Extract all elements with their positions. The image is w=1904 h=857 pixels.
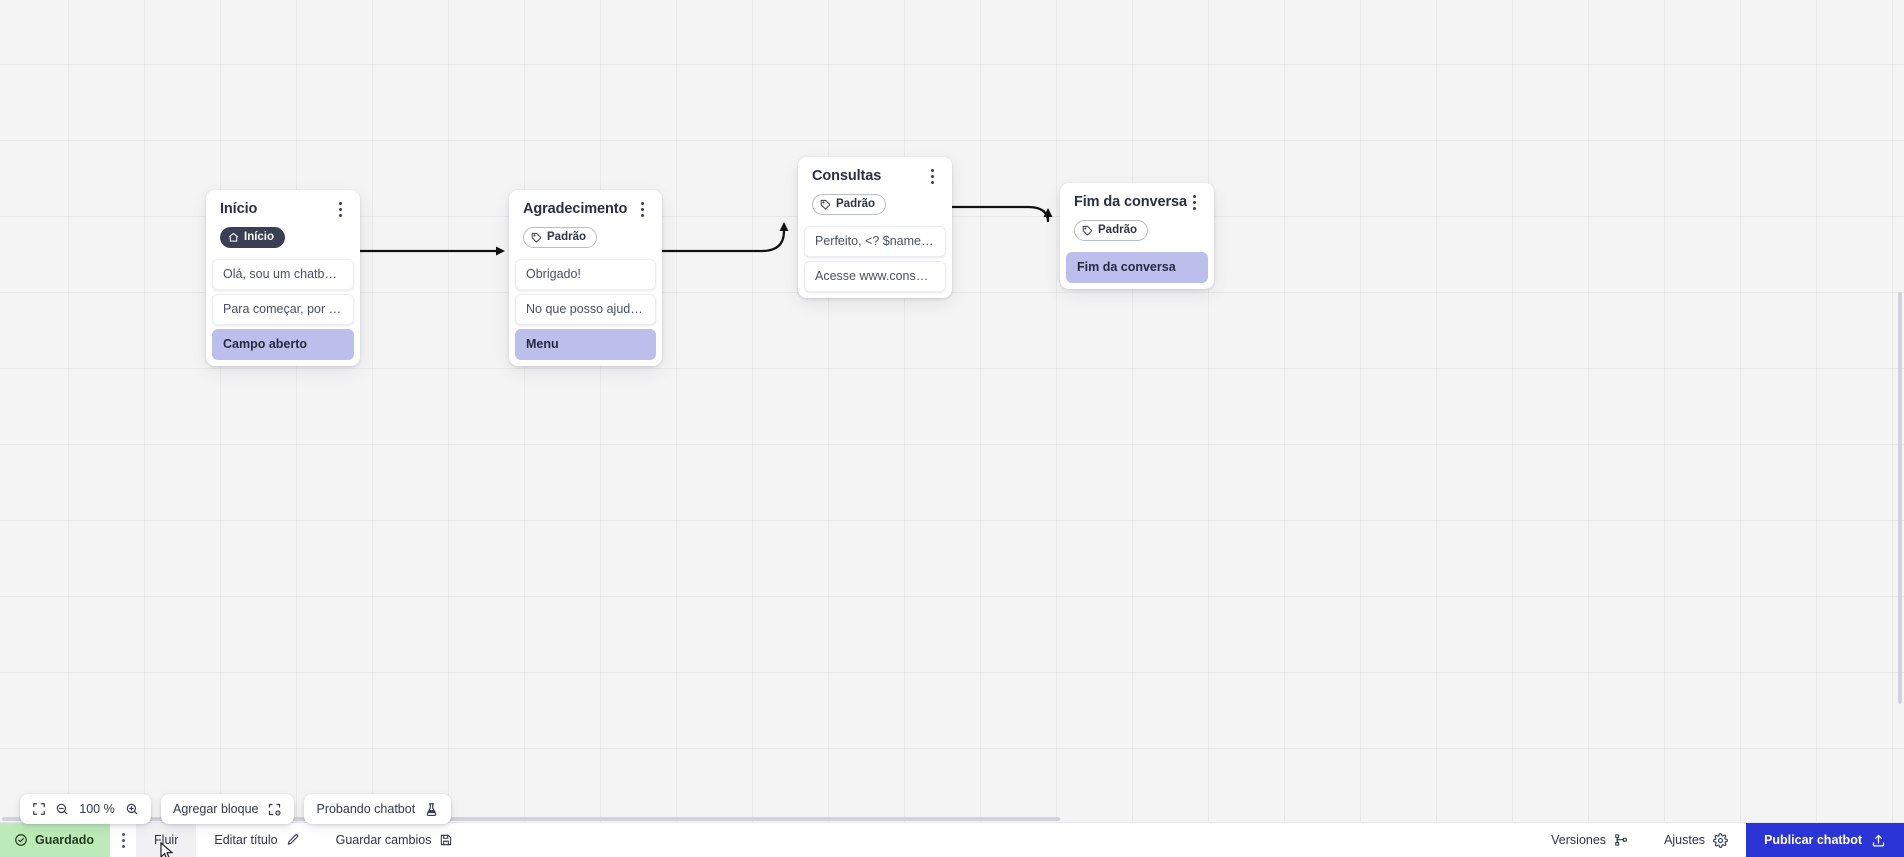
- add-block-icon: [267, 802, 282, 817]
- tag-badge-label: Padrão: [1098, 224, 1137, 236]
- saved-status-badge: Guardado: [0, 823, 111, 857]
- home-icon: [228, 232, 239, 243]
- node-menu-button[interactable]: [1185, 192, 1203, 212]
- node-rows: Fim da conversa: [1060, 252, 1214, 289]
- node-title: Agradecimento: [523, 201, 628, 217]
- tag-icon: [1082, 225, 1093, 236]
- saved-status-label: Guardado: [35, 833, 95, 847]
- node-header: Consultas Padrão: [798, 157, 952, 226]
- zoom-level-value: 100 %: [79, 802, 115, 816]
- gear-icon: [1713, 832, 1728, 848]
- node-row-accent[interactable]: Menu: [515, 329, 656, 360]
- horizontal-scrollbar[interactable]: [2, 817, 1060, 821]
- test-chatbot-label: Probando chatbot: [316, 802, 416, 816]
- tag-icon: [531, 232, 542, 243]
- node-header: Agradecimento Padrão: [509, 190, 662, 259]
- tag-badge-label: Padrão: [547, 231, 586, 243]
- node-menu-button[interactable]: [331, 199, 349, 219]
- node-row-accent[interactable]: Campo aberto: [212, 329, 354, 360]
- node-row-accent[interactable]: Fim da conversa: [1066, 252, 1208, 283]
- versions-label: Versiones: [1551, 833, 1607, 847]
- node-rows: Perfeito, <? $name ?>! Acesse www.consul…: [798, 226, 952, 298]
- node-rows: Obrigado! No que posso ajudar, <? $name …: [509, 259, 662, 366]
- zoom-out-icon[interactable]: [55, 802, 69, 816]
- tag-badge: Padrão: [812, 194, 886, 215]
- node-badge-row: Padrão: [523, 227, 649, 248]
- node-row[interactable]: Perfeito, <? $name ?>!: [804, 226, 946, 257]
- flow-edges: [360, 205, 1053, 256]
- flask-icon: [424, 802, 439, 817]
- zoom-controls[interactable]: 100 %: [20, 794, 151, 824]
- edit-title-button[interactable]: Editar título: [196, 823, 317, 857]
- branch-icon: [1614, 833, 1628, 847]
- tab-fluir-label: Fluir: [154, 833, 179, 847]
- node-row[interactable]: Acesse www.consultas.com par...: [804, 261, 946, 292]
- node-title: Consultas: [812, 168, 882, 184]
- add-block-button[interactable]: Agregar bloque: [161, 794, 295, 824]
- node-badge-row: Padrão: [1074, 220, 1201, 241]
- zoom-in-icon[interactable]: [125, 802, 139, 816]
- canvas-toolbar: 100 % Agregar bloque Probando chatbot: [20, 794, 452, 824]
- tag-badge: Padrão: [1074, 220, 1148, 241]
- fit-screen-icon[interactable]: [32, 802, 46, 816]
- versions-button[interactable]: Versiones: [1533, 823, 1646, 857]
- publish-chatbot-button[interactable]: Publicar chatbot: [1746, 823, 1904, 857]
- tag-badge-label: Padrão: [836, 198, 875, 210]
- settings-label: Ajustes: [1664, 833, 1706, 847]
- node-row[interactable]: Para começar, por favor digite o ...: [212, 294, 354, 325]
- save-changes-button[interactable]: Guardar cambios: [318, 823, 472, 857]
- publish-chatbot-label: Publicar chatbot: [1764, 833, 1862, 847]
- node-title: Início: [220, 201, 258, 217]
- check-circle-icon: [14, 833, 28, 847]
- flow-node-inicio[interactable]: Início Início Olá, sou um chatbot de tes…: [206, 190, 360, 366]
- upload-icon: [1871, 833, 1886, 848]
- node-badge-row: Padrão: [812, 194, 939, 215]
- node-menu-button[interactable]: [923, 166, 941, 186]
- start-badge: Início: [220, 227, 286, 248]
- status-bar: Guardado Fluir Editar título Guardar cam…: [0, 822, 1904, 857]
- node-title: Fim da conversa: [1074, 194, 1187, 210]
- tab-fluir[interactable]: Fluir: [136, 823, 197, 857]
- more-vertical-icon[interactable]: [110, 823, 136, 857]
- flow-canvas[interactable]: Início Início Olá, sou um chatbot de tes…: [0, 0, 1904, 822]
- tag-icon: [820, 199, 831, 210]
- flow-node-fim-da-conversa[interactable]: Fim da conversa Padrão Fim: [1060, 183, 1214, 289]
- edge-agradecimento-consultas: [662, 222, 789, 253]
- node-badge-row: Início: [220, 227, 347, 248]
- add-block-label: Agregar bloque: [173, 802, 259, 816]
- edge-consultas-fim: [952, 205, 1053, 223]
- start-badge-label: Início: [244, 231, 275, 243]
- tag-badge: Padrão: [523, 227, 597, 248]
- node-header: Início Início: [206, 190, 360, 259]
- save-icon: [439, 833, 453, 847]
- status-bar-spacer: [471, 823, 1533, 857]
- flow-node-consultas[interactable]: Consultas Padrão Perfeito,: [798, 157, 952, 298]
- node-row[interactable]: Obrigado!: [515, 259, 656, 290]
- node-row[interactable]: Olá, sou um chatbot de teste!: [212, 259, 354, 290]
- flow-node-agradecimento[interactable]: Agradecimento Padrão Obriga: [509, 190, 662, 366]
- save-changes-label: Guardar cambios: [335, 833, 432, 847]
- node-menu-button[interactable]: [633, 199, 651, 219]
- settings-button[interactable]: Ajustes: [1646, 823, 1746, 857]
- node-row[interactable]: No que posso ajudar, <? $name ...: [515, 294, 656, 325]
- status-bar-left: Guardado Fluir Editar título Guardar cam…: [0, 823, 471, 857]
- status-bar-right: Versiones Ajustes: [1533, 823, 1904, 857]
- node-rows: Olá, sou um chatbot de teste! Para começ…: [206, 259, 360, 366]
- pencil-icon: [286, 833, 300, 847]
- vertical-scrollbar[interactable]: [1898, 292, 1902, 704]
- edit-title-label: Editar título: [214, 833, 278, 847]
- node-header: Fim da conversa Padrão: [1060, 183, 1214, 252]
- test-chatbot-button[interactable]: Probando chatbot: [304, 794, 452, 824]
